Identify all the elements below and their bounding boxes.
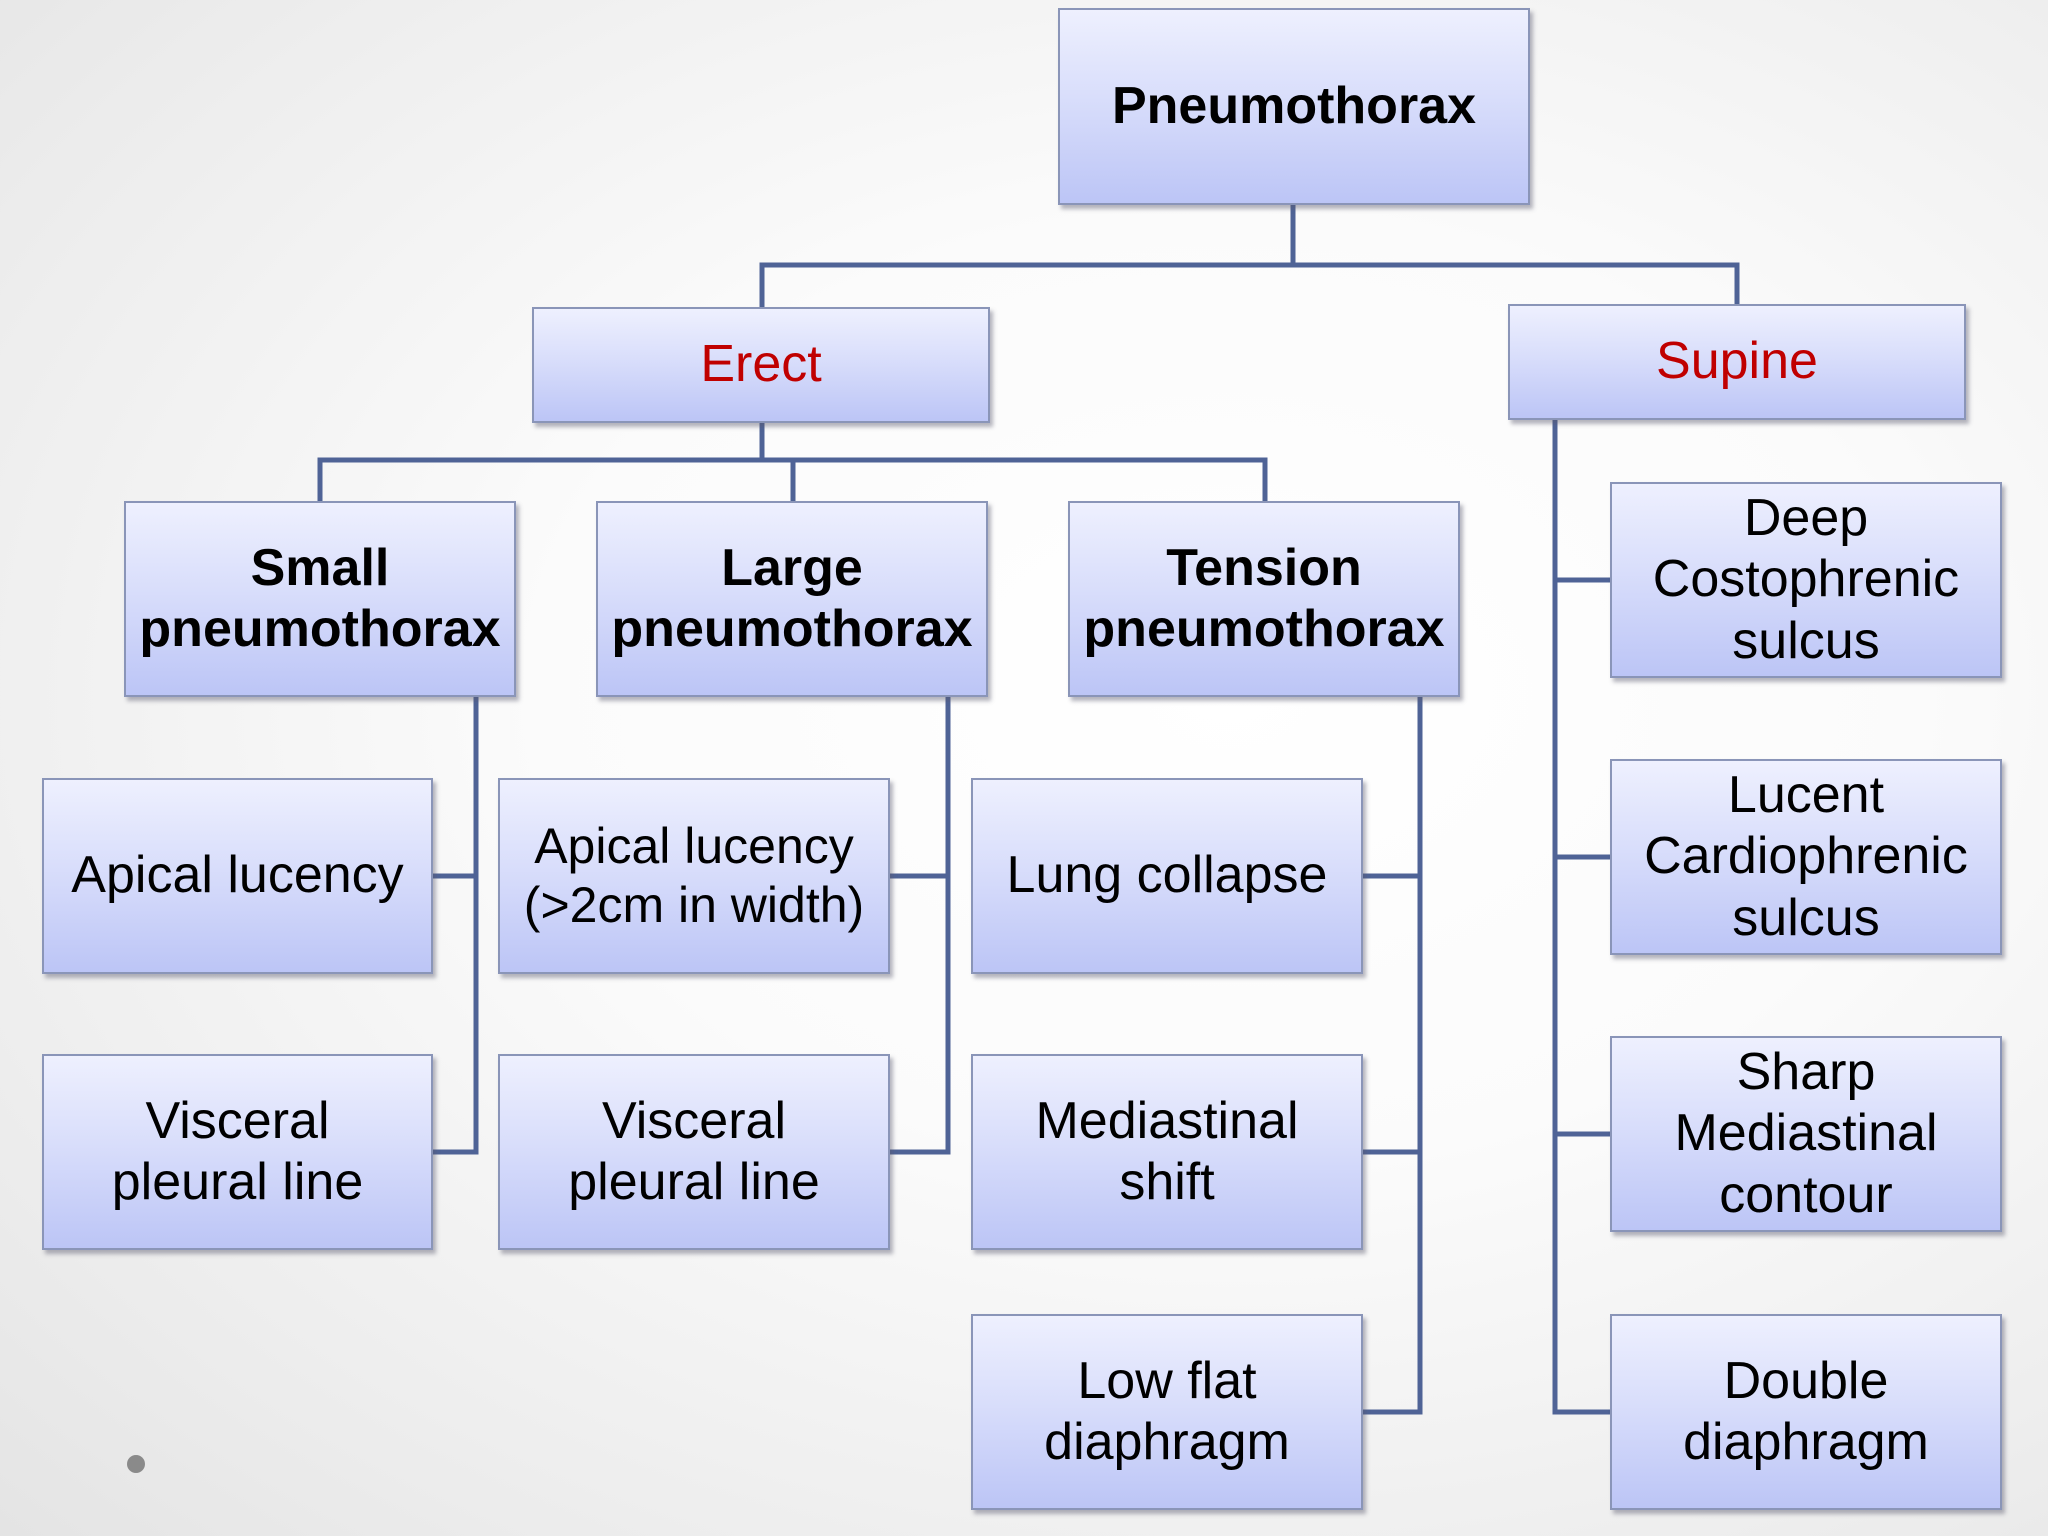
connector-large-signs: [887, 695, 951, 1155]
connector-supine-signs: [1552, 417, 1613, 1415]
sharp-mediastinal-contour-box: Sharp Mediastinal contour: [1610, 1036, 2002, 1232]
double-diaphragm-box: Double diaphragm: [1610, 1314, 2002, 1510]
pneumothorax-root-label: Pneumothorax: [1111, 76, 1477, 135]
connector-tension-signs: [1360, 695, 1423, 1415]
sharp-mediastinal-contour-label: Sharp Mediastinal contour: [1674, 1042, 1938, 1224]
large-pneumothorax-label: Large pneumothorax: [611, 538, 973, 658]
large-visceral-pleural-line-label: Visceral pleural line: [568, 1091, 820, 1211]
tension-pneumothorax-box: Tension pneumothorax: [1068, 501, 1460, 697]
lung-collapse-label: Lung collapse: [1006, 846, 1328, 905]
supine-category-label: Supine: [1656, 332, 1818, 391]
tension-pneumothorax-label: Tension pneumothorax: [1083, 538, 1445, 658]
connector-root-to-categories: [759, 202, 1740, 308]
low-flat-diaphragm-label: Low flat diaphragm: [1044, 1351, 1290, 1471]
supine-category-box: Supine: [1508, 304, 1966, 420]
connector-small-signs: [430, 695, 479, 1155]
slide-bullet-dot: [127, 1455, 145, 1473]
small-visceral-pleural-line-label: Visceral pleural line: [111, 1091, 364, 1211]
large-pneumothorax-box: Large pneumothorax: [596, 501, 988, 697]
mediastinal-shift-box: Mediastinal shift: [971, 1054, 1363, 1250]
lucent-cardiophrenic-sulcus-label: Lucent Cardiophrenic sulcus: [1644, 765, 1968, 947]
deep-costophrenic-sulcus-label: Deep Costophrenic sulcus: [1652, 488, 1960, 670]
low-flat-diaphragm-box: Low flat diaphragm: [971, 1314, 1363, 1510]
mediastinal-shift-label: Mediastinal shift: [1035, 1091, 1299, 1211]
erect-category-label: Erect: [700, 335, 822, 394]
large-apical-lucency-label: Apical lucency (>2cm in width): [523, 818, 865, 933]
small-apical-lucency-label: Apical lucency: [71, 846, 404, 905]
lung-collapse-box: Lung collapse: [971, 778, 1363, 974]
small-pneumothorax-box: Small pneumothorax: [124, 501, 516, 697]
deep-costophrenic-sulcus-box: Deep Costophrenic sulcus: [1610, 482, 2002, 678]
double-diaphragm-label: Double diaphragm: [1683, 1351, 1929, 1471]
lucent-cardiophrenic-sulcus-box: Lucent Cardiophrenic sulcus: [1610, 759, 2002, 955]
large-visceral-pleural-line-box: Visceral pleural line: [498, 1054, 890, 1250]
erect-category-box: Erect: [532, 307, 990, 423]
small-visceral-pleural-line-box: Visceral pleural line: [42, 1054, 433, 1250]
small-pneumothorax-label: Small pneumothorax: [139, 538, 501, 658]
connector-erect-to-types: [317, 420, 1268, 503]
large-apical-lucency-box: Apical lucency (>2cm in width): [498, 778, 890, 974]
small-apical-lucency-box: Apical lucency: [42, 778, 433, 974]
pneumothorax-root-box: Pneumothorax: [1058, 8, 1530, 205]
